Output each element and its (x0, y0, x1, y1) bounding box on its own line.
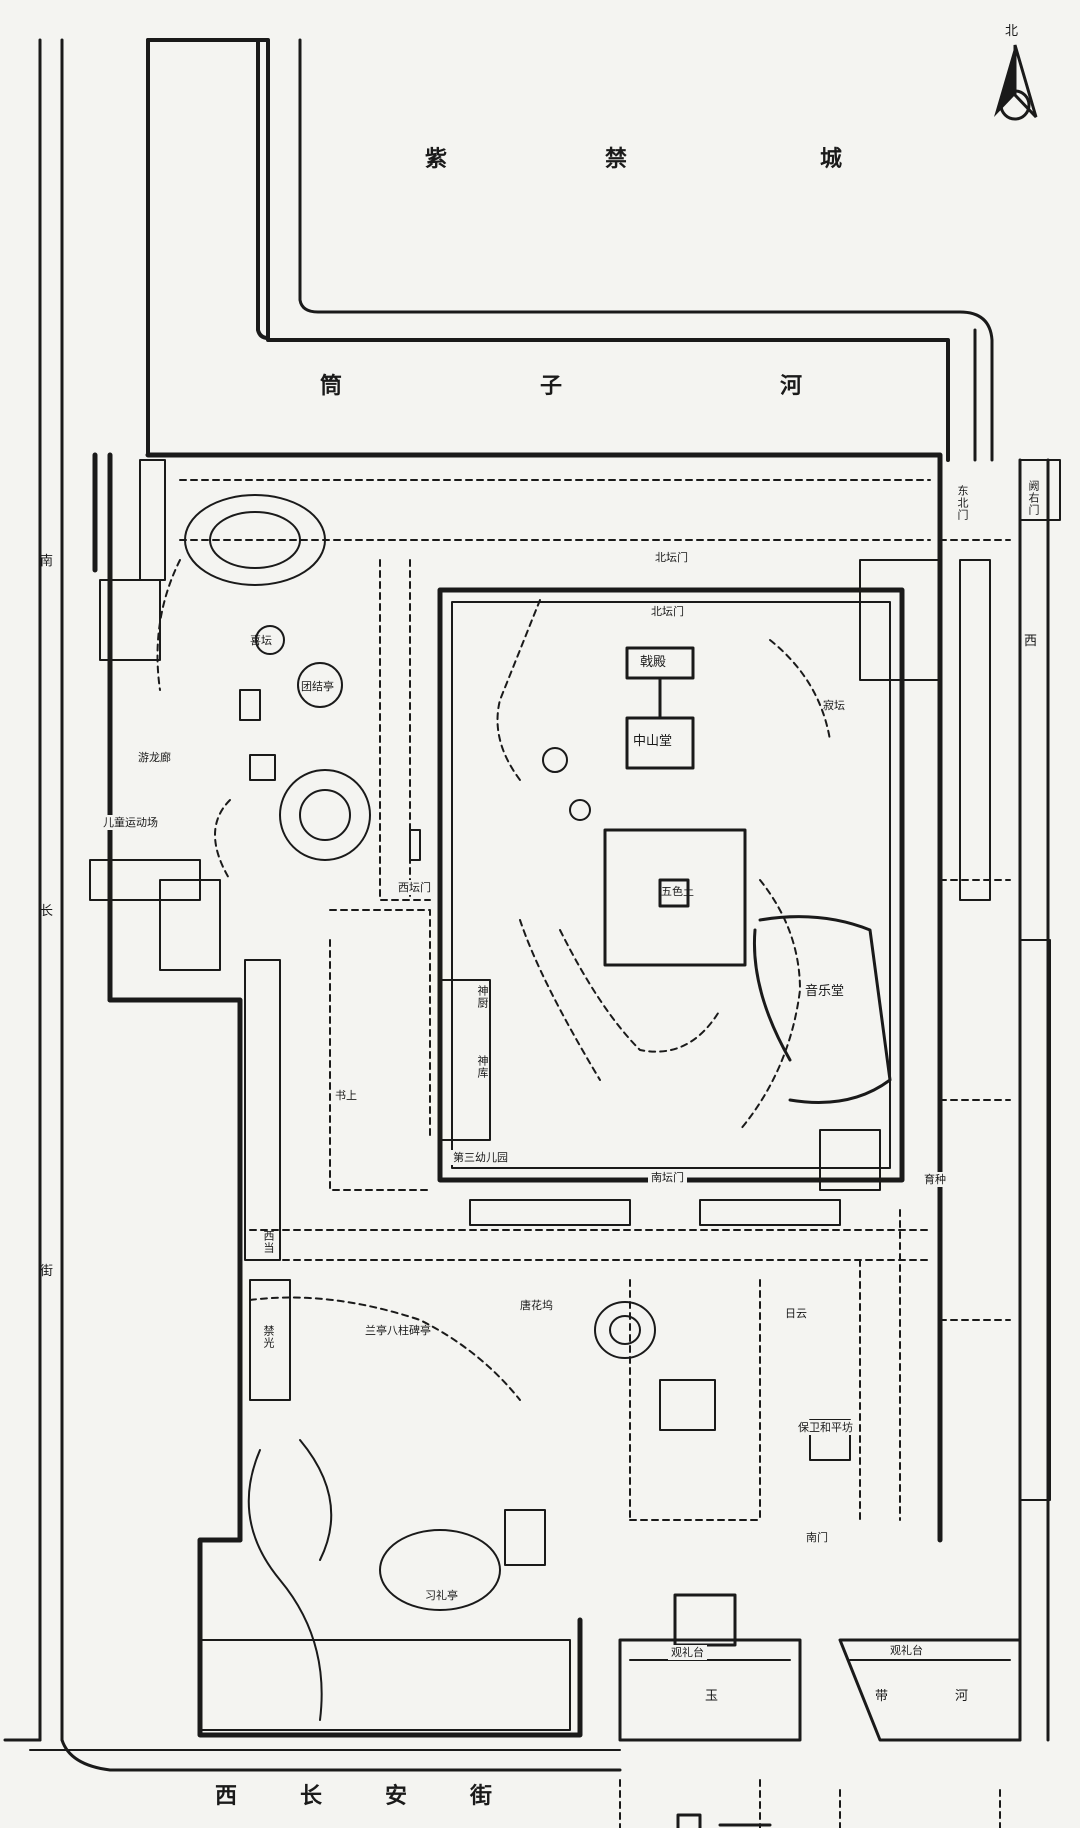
gate-marker (676, 1813, 772, 1828)
label-tang-hua: 唐花坞 (520, 1299, 553, 1312)
label-jie: 街 (40, 1264, 54, 1279)
label-guan-li-tai-2: 观礼台 (890, 1644, 923, 1657)
label-lan-ting: 兰亭八柱碑亭 (365, 1324, 431, 1337)
label-wei-you-men: 阙右门 (1025, 478, 1042, 518)
label-ertong: 儿童运动场 (100, 815, 161, 830)
label-jin-guang: 禁光 (262, 1325, 275, 1349)
label-west-right: 西 (1024, 634, 1038, 649)
north-label: 北 (1005, 24, 1019, 39)
label-wu-yuan: 寂坛 (823, 699, 845, 712)
label-yu-zhen: 育种 (921, 1172, 949, 1187)
label-nan: 南 (40, 554, 54, 569)
hatched-buildings (89, 459, 1061, 1731)
label-he: 河 (780, 373, 803, 399)
label-zi: 紫 (425, 146, 448, 172)
label-an: 安 (385, 1783, 408, 1809)
paths (156, 479, 1011, 1828)
label-xi-you-hai: 习礼亭 (425, 1589, 458, 1602)
music-hall-arc (752, 928, 792, 1062)
label-cheng: 城 (820, 146, 843, 172)
east-road (1018, 458, 1050, 1742)
label-jing-dian: 戟殿 (640, 655, 667, 670)
label-jin: 禁 (605, 146, 628, 172)
label-shu-shang: 书上 (335, 1089, 357, 1102)
label-bei-tan-men-2: 北坛门 (648, 604, 687, 619)
viewing-stands (618, 1593, 1022, 1742)
label-xi-tang: 喜坛 (250, 634, 272, 647)
label-dai: 带 (875, 1689, 889, 1704)
label-wu-se-tu: 五色土 (661, 885, 694, 898)
label-bao-wei: 保卫和平坊 (795, 1420, 856, 1435)
pavilions (239, 689, 851, 1566)
north-arrow-icon (994, 44, 1038, 121)
label-nan-tan-men: 南坛门 (648, 1170, 687, 1185)
label-chang: 长 (40, 904, 54, 919)
halls (625, 646, 892, 1104)
moat-outline (146, 38, 994, 462)
label-jie-bottom: 街 (470, 1783, 493, 1809)
label-shen-chu: 神厨 (476, 985, 489, 1009)
label-xi: 西 (215, 1783, 238, 1809)
label-nan-men: 南门 (803, 1530, 831, 1545)
altar-square (603, 828, 747, 967)
label-shen-ku: 神库 (476, 1055, 489, 1079)
label-zhongshan-tang: 中山堂 (633, 734, 673, 749)
rockeries (184, 494, 656, 1721)
label-xi-dang: 西当 (262, 1230, 275, 1254)
label-xi-tan-men: 西坛门 (395, 880, 434, 895)
label-yinyue-tang: 音乐堂 (805, 984, 845, 999)
label-yu: 玉 (705, 1689, 719, 1704)
label-bei-tan-men: 北坛门 (652, 550, 691, 565)
label-ri-yun: 日云 (785, 1307, 807, 1320)
label-he2: 河 (955, 1689, 969, 1704)
label-zi2: 子 (540, 373, 563, 399)
label-chang-an-1: 长 (300, 1783, 323, 1809)
label-you-long: 游龙廊 (135, 750, 174, 765)
label-tong: 筒 (320, 373, 343, 399)
west-road-lines (3, 38, 622, 1772)
label-guan-li-tai-1: 观礼台 (668, 1645, 707, 1660)
label-dong-bei-men: 东北门 (956, 485, 969, 521)
label-di-san: 第三幼儿园 (450, 1150, 511, 1165)
label-tuan-jie: 团结亭 (301, 680, 334, 693)
north-compass: 北 (980, 25, 1050, 125)
